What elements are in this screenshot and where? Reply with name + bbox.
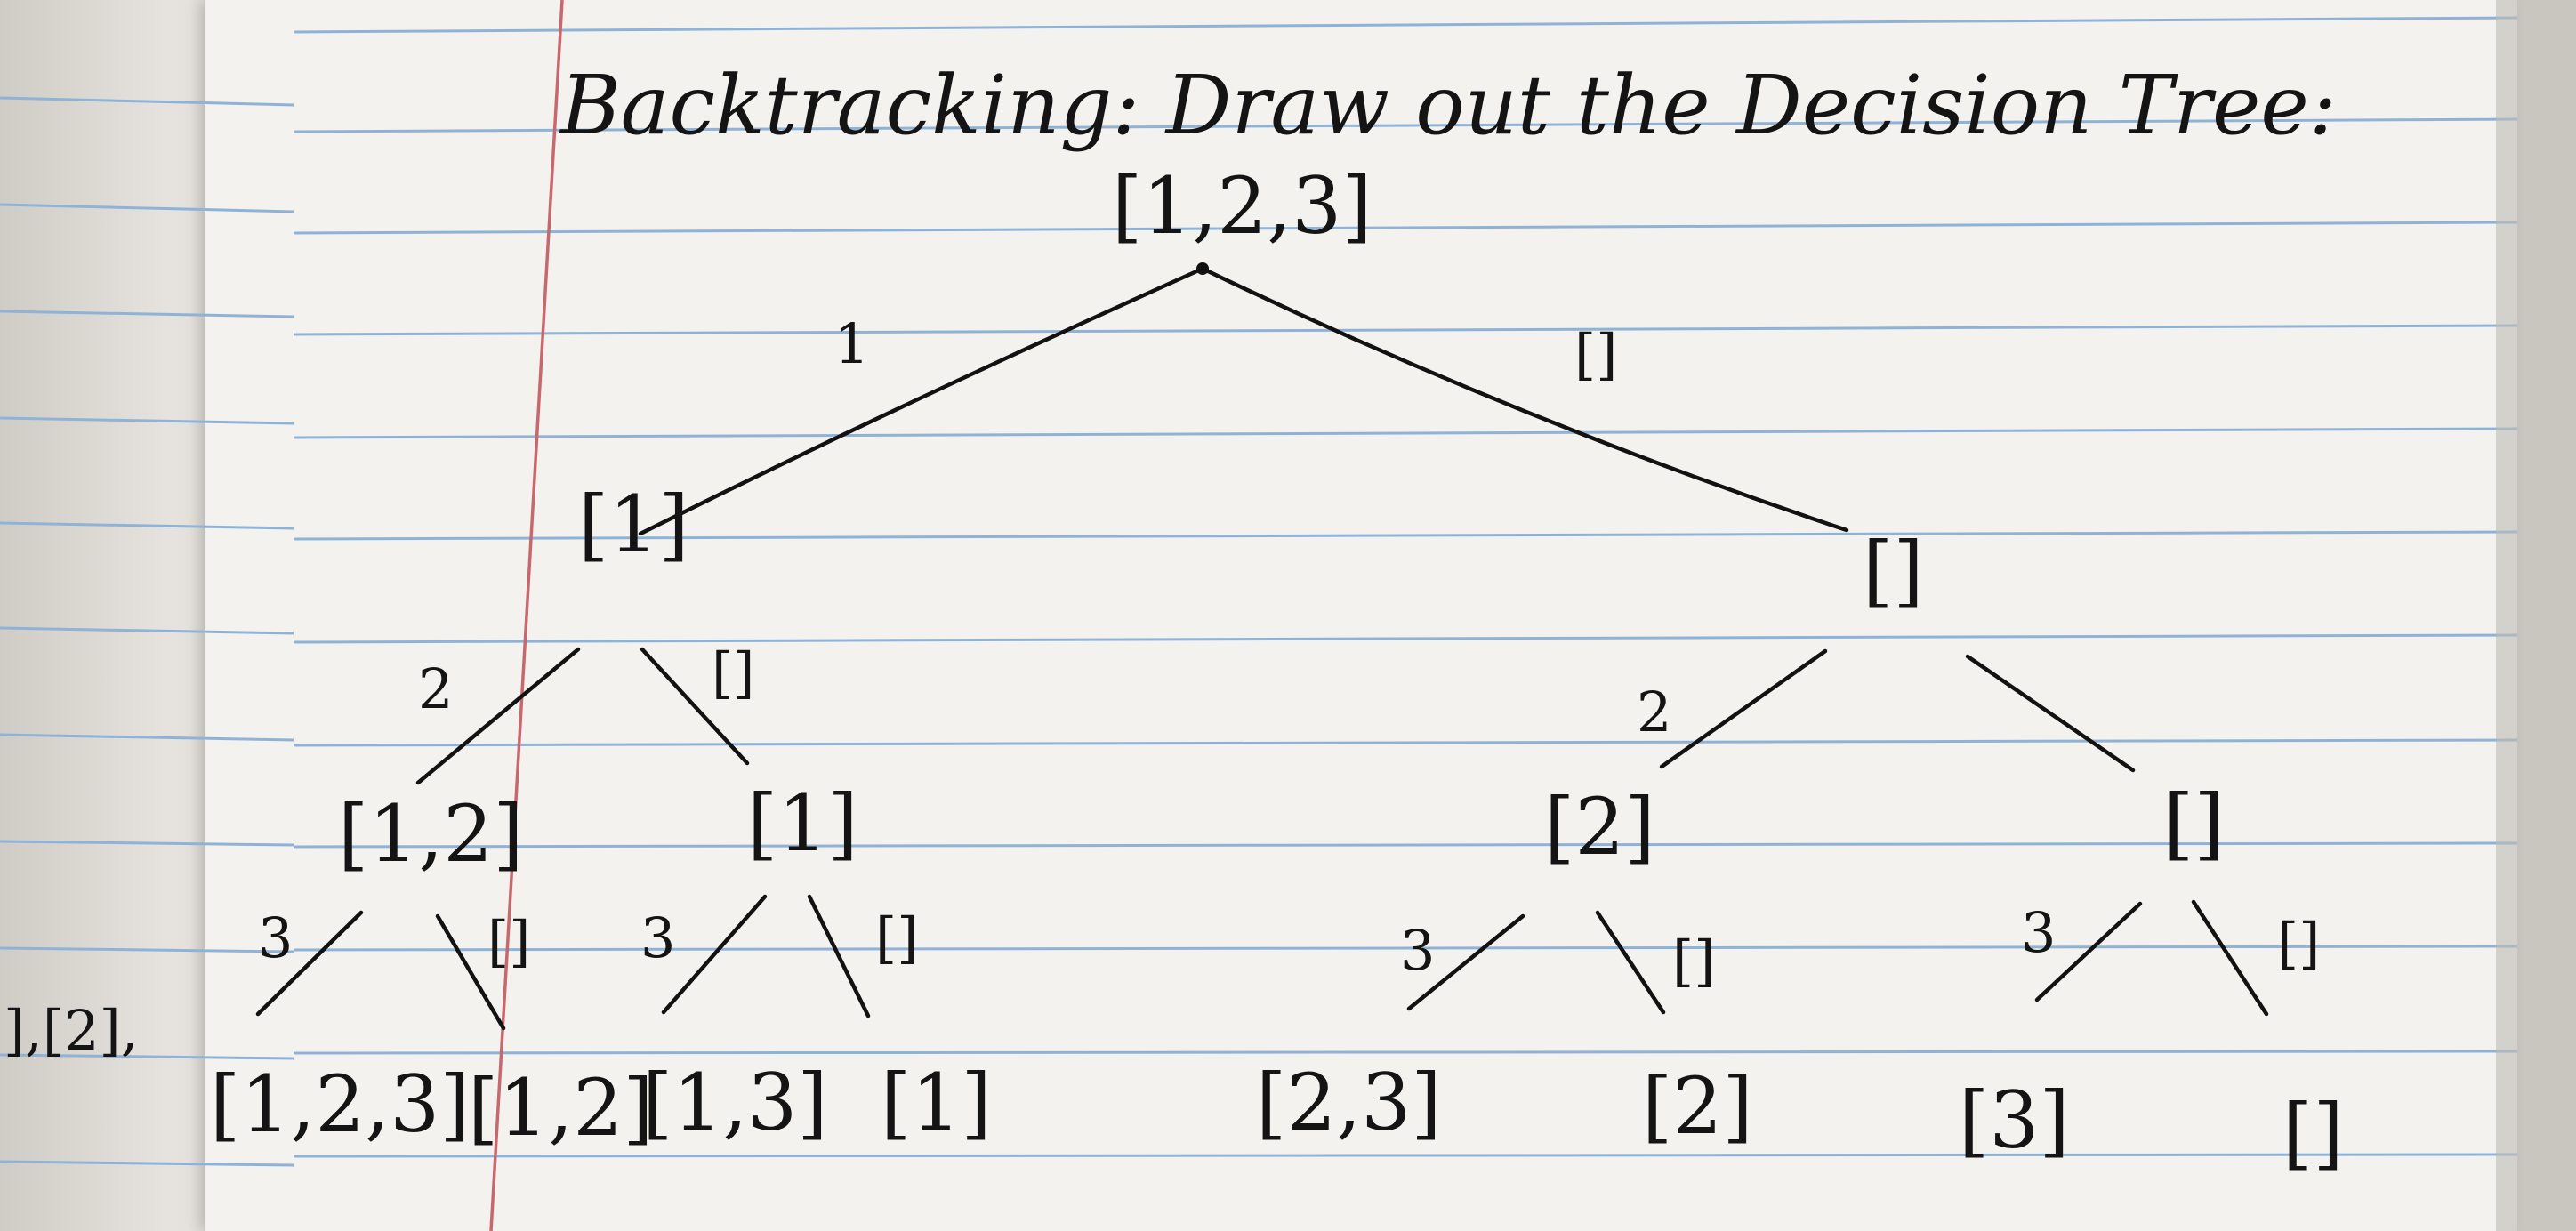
margin-line [489, 0, 564, 1231]
node-l1-left: [1] [578, 479, 689, 570]
edge-label-l2b-right: [] [875, 905, 918, 970]
edge-label-r2a-left: 3 [1400, 918, 1435, 983]
notebook-page [205, 0, 2517, 1231]
root-node: [1,2,3] [1112, 160, 1373, 252]
node-l1-right: [] [1863, 525, 1924, 616]
node-l2-a: [1,2] [338, 788, 524, 880]
edge-label-r2b-left: 3 [2021, 900, 2056, 965]
edge-root-right [1200, 266, 1849, 533]
edge-root-left [638, 266, 1205, 536]
edge-r2a-right [1595, 910, 1666, 1015]
edge-l2b-left [661, 894, 768, 1015]
edge-label-r2a-right: [] [1672, 929, 1715, 994]
leaf-1: [1,2,3] [210, 1058, 471, 1150]
node-l2-d: [] [2163, 777, 2225, 869]
edge-l2a-left [255, 910, 364, 1017]
leaf-6: [2] [1642, 1060, 1753, 1152]
leaf-2: [1,2] [468, 1062, 654, 1154]
edge-r2b-left [2034, 901, 2143, 1002]
edge-r1-right [1965, 654, 2136, 773]
node-l2-c: [2] [1544, 781, 1655, 873]
edge-label-l1-right: [] [712, 640, 754, 705]
ruled-lines [293, 16, 2518, 1158]
tree-edges [255, 266, 2269, 1031]
edge-l2b-right [807, 894, 871, 1018]
edge-l2a-right [435, 913, 506, 1031]
edge-label-root-left: 1 [834, 311, 869, 376]
edge-label-l2a-left: 3 [258, 905, 293, 970]
edge-label-r1-left: 2 [1637, 680, 1671, 744]
edge-label-root-right: [] [1574, 322, 1617, 387]
page-edge-shadow [2496, 0, 2576, 1231]
left-sheet-ruled-lines [0, 96, 294, 1167]
edge-label-l2b-left: 3 [640, 905, 675, 970]
margin-fragment: ],[2], [4, 998, 138, 1063]
leaf-3: [1,3] [642, 1057, 828, 1148]
edge-label-l2a-right: [] [487, 909, 530, 974]
leaf-4: [1] [881, 1057, 992, 1148]
edge-label-l1-left: 2 [418, 656, 453, 721]
edge-r2a-left [1406, 913, 1525, 1011]
leaf-5: [2,3] [1256, 1057, 1442, 1148]
edge-l1-right [640, 647, 750, 766]
edge-r2b-right [2191, 899, 2269, 1017]
edge-label-r2b-right: [] [2277, 911, 2320, 976]
leaf-8: [] [2282, 1087, 2344, 1179]
title: Backtracking: Draw out the Decision Tree… [559, 58, 2337, 153]
edge-r1-left [1659, 648, 1828, 769]
edge-l1-left [415, 647, 581, 785]
leaf-7: [3] [1959, 1074, 2070, 1166]
node-l2-b: [1] [747, 777, 858, 869]
